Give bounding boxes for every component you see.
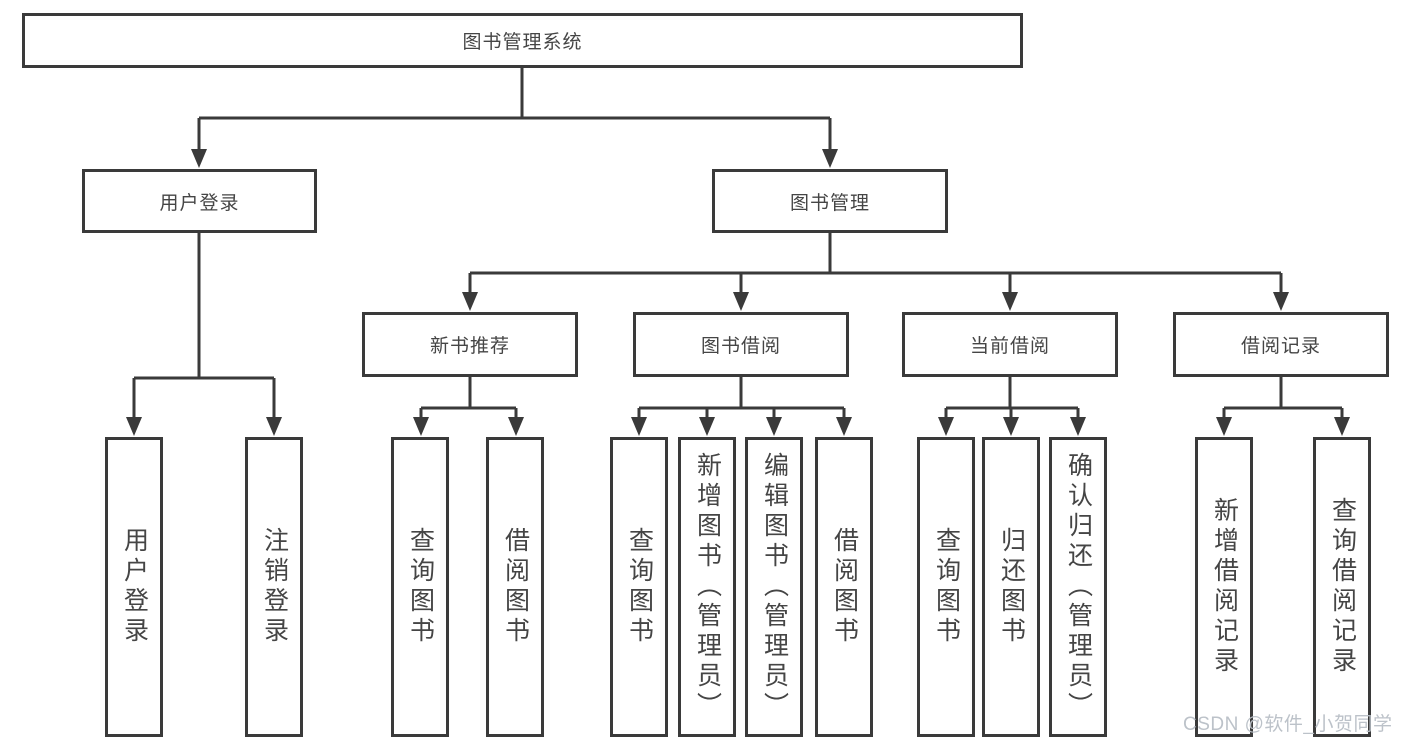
leaf-query-book-recommend: 查询图书 bbox=[391, 437, 449, 737]
csdn-watermark: CSDN @软件_小贺同学 bbox=[1183, 714, 1393, 735]
leaf-return-book: 归还图书 bbox=[982, 437, 1040, 737]
node-borrow-records: 借阅记录 bbox=[1173, 312, 1389, 377]
node-label: 归还图书 bbox=[997, 527, 1026, 647]
node-label: 借阅记录 bbox=[1240, 336, 1321, 357]
leaf-borrow-book: 借阅图书 bbox=[815, 437, 873, 737]
connector-book-borrow-children bbox=[631, 377, 852, 436]
connector-user-login-children bbox=[126, 233, 282, 436]
node-label: 图书借阅 bbox=[700, 336, 781, 357]
node-label: 确认归还（管理员） bbox=[1064, 452, 1093, 722]
connector-current-borrow-children bbox=[938, 377, 1086, 436]
leaf-add-borrow-record: 新增借阅记录 bbox=[1195, 437, 1253, 737]
connector-borrow-records-children bbox=[1216, 377, 1350, 436]
node-library-management-system: 图书管理系统 bbox=[22, 13, 1023, 68]
node-label: 新增图书（管理员） bbox=[693, 452, 722, 722]
node-label: 注销登录 bbox=[260, 527, 289, 647]
node-label: 图书管理系统 bbox=[462, 32, 583, 53]
node-label: 用户登录 bbox=[120, 527, 149, 647]
leaf-confirm-return-admin: 确认归还（管理员） bbox=[1049, 437, 1107, 737]
node-new-book-recommend: 新书推荐 bbox=[362, 312, 578, 377]
node-label: 借阅图书 bbox=[830, 527, 859, 647]
leaf-user-login: 用户登录 bbox=[105, 437, 163, 737]
leaf-add-book-admin: 新增图书（管理员） bbox=[678, 437, 736, 737]
connector-book-management-children bbox=[462, 233, 1289, 311]
node-label: 借阅图书 bbox=[501, 527, 530, 647]
node-user-login: 用户登录 bbox=[82, 169, 317, 233]
node-label: 新书推荐 bbox=[429, 336, 510, 357]
node-label: 查询借阅记录 bbox=[1328, 497, 1357, 677]
leaf-query-book-borrow: 查询图书 bbox=[610, 437, 668, 737]
node-label: 新增借阅记录 bbox=[1210, 497, 1239, 677]
leaf-edit-book-admin: 编辑图书（管理员） bbox=[745, 437, 803, 737]
node-label: 查询图书 bbox=[406, 527, 435, 647]
node-label: 查询图书 bbox=[932, 527, 961, 647]
leaf-query-borrow-record: 查询借阅记录 bbox=[1313, 437, 1371, 737]
node-label: 图书管理 bbox=[789, 192, 870, 214]
node-label: 当前借阅 bbox=[969, 336, 1050, 357]
connector-new-book-recommend-children bbox=[413, 377, 524, 436]
node-label: 编辑图书（管理员） bbox=[760, 452, 789, 722]
leaf-borrow-book-recommend: 借阅图书 bbox=[486, 437, 544, 737]
node-label: 查询图书 bbox=[625, 527, 654, 647]
connector-root-to-level2 bbox=[191, 68, 838, 168]
leaf-logout: 注销登录 bbox=[245, 437, 303, 737]
node-current-borrow: 当前借阅 bbox=[902, 312, 1118, 377]
node-book-borrow: 图书借阅 bbox=[633, 312, 849, 377]
node-label: 用户登录 bbox=[159, 192, 240, 214]
node-book-management: 图书管理 bbox=[712, 169, 948, 233]
leaf-query-book-current: 查询图书 bbox=[917, 437, 975, 737]
